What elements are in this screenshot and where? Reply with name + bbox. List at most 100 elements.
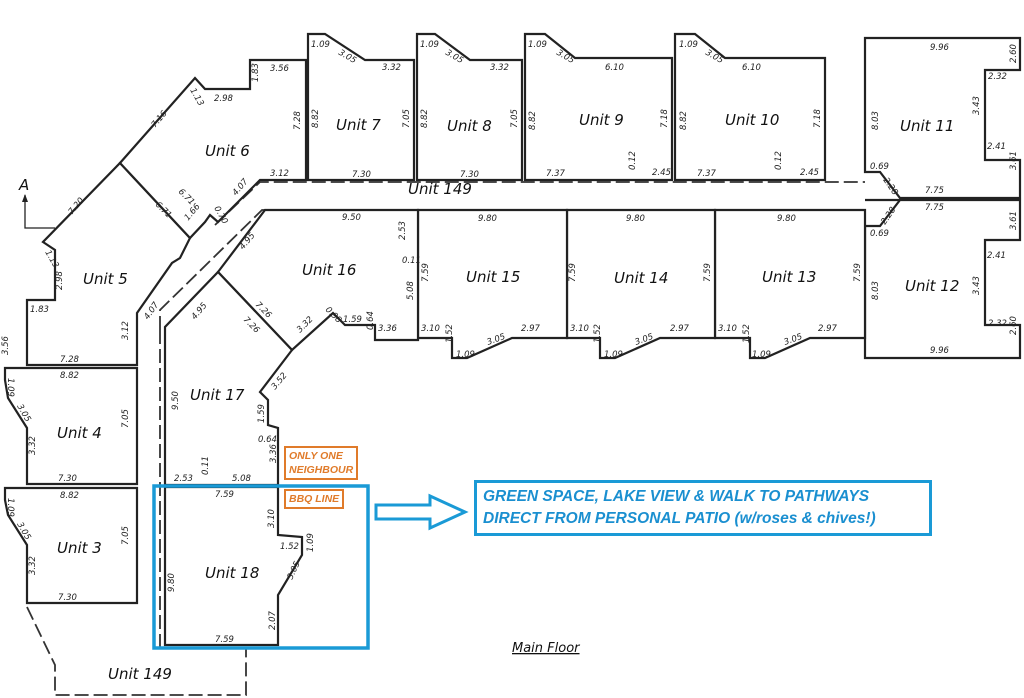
dimension-label: 7.30 [460,170,479,180]
only-one-neighbour-note: ONLY ONE NEIGHBOUR [284,446,359,480]
dimension-label: 9.96 [930,346,950,356]
dimension-label: 0.11 [201,456,211,475]
dimension-label: 3.32 [28,436,38,455]
dimension-label: 1.59 [257,404,267,423]
unit-8-outline [415,32,524,182]
dimension-label: 1.52 [742,324,752,343]
dimension-label: 3.56 [1,335,11,355]
dimension-label: 1.09 [604,350,623,360]
dimension-label: 6.10 [605,63,624,73]
dimension-label: 5.08 [232,474,252,484]
dimension-label: 3.43 [972,276,982,295]
dimension-label: 2.60 [1009,316,1019,335]
unit-4-label: Unit 4 [57,424,102,442]
unit-12-label: Unit 12 [905,277,959,295]
unit-11-outline [863,36,1022,200]
dimension-label: 8.82 [60,491,79,501]
bbq-line-note: BBQ LINE [284,489,345,509]
unit-18-highlight-box [152,484,370,650]
dimension-label: 0.64 [258,435,277,445]
dimension-label: 0.12 [774,151,784,170]
unit-12-outline [863,198,1022,360]
dimension-label: 8.82 [528,111,538,130]
callout-line: DIRECT FROM PERSONAL PATIO (w/roses & ch… [483,510,876,527]
dimension-label: 1.09 [420,40,439,50]
unit-6-outline [118,58,308,240]
dimension-label: 7.75 [925,203,944,213]
dimension-label: 9.50 [171,391,181,410]
dimension-label: 7.59 [703,263,713,282]
green-space-callout: GREEN SPACE, LAKE VIEW & WALK TO PATHWAY… [474,480,932,536]
unit-3-label: Unit 3 [57,539,102,557]
dimension-label: 7.18 [660,108,670,128]
dimension-label: 7.05 [510,109,520,128]
dimension-label: 1.09 [752,350,771,360]
section-marker-line [24,195,55,229]
dimension-label: 2.60 [1009,44,1019,63]
dimension-label: 2.97 [670,324,690,334]
dimension-label: 1.83 [30,305,49,315]
dimension-label: 7.37 [697,169,717,179]
dimension-label: 3.61 [1009,211,1019,230]
callout-arrow-icon [374,493,469,531]
unit-149-bottom-label: Unit 149 [108,665,172,683]
dimension-label: 1.52 [593,324,603,343]
dimension-label: 3.10 [718,324,737,334]
dimension-label: 2.41 [987,251,1006,261]
dimension-label: 7.28 [60,355,80,365]
dimension-label: 7.30 [58,593,77,603]
dimension-label: 0.69 [870,162,889,172]
unit-16-label: Unit 16 [302,261,356,279]
unit-15-label: Unit 15 [466,268,520,286]
dimension-label: 2.53 [398,221,408,240]
unit-7-label: Unit 7 [336,116,381,134]
dimension-label: 3.36 [269,443,279,463]
unit-149-bottom-outline [26,606,247,696]
dimension-label: 1.09 [306,533,316,552]
dimension-label: 1.09 [679,40,698,50]
dimension-label: 0.64 [366,311,376,330]
unit-11-label: Unit 11 [900,117,954,135]
dimension-label: 1.59 [343,315,362,325]
dimension-label: 8.03 [871,281,881,300]
dimension-label: 0.11 [402,256,421,266]
dimension-label: 9.80 [478,214,497,224]
dimension-label: 8.82 [311,109,321,128]
dimension-label: 7.05 [121,526,131,545]
dimension-label: 1.52 [280,542,299,552]
unit-9-label: Unit 9 [579,111,624,129]
dimension-label: 3.43 [972,96,982,115]
dimension-label: 2.53 [174,474,193,484]
dimension-label: 7.30 [58,474,77,484]
dimension-label: 7.18 [813,108,823,128]
dimension-label: 2.97 [818,324,838,334]
unit-4-outline [3,366,139,486]
unit-8-label: Unit 8 [447,117,492,135]
unit-14-label: Unit 14 [614,269,668,287]
dimension-label: 3.32 [490,63,509,73]
unit-5-label: Unit 5 [83,270,128,288]
dimension-label: 7.75 [925,186,944,196]
dimension-label: 1.09 [528,40,547,50]
dimension-label: 0.69 [870,229,889,239]
floor-title: Main Floor [512,641,581,656]
dimension-label: 2.45 [652,168,671,178]
dimension-label: 3.32 [28,556,38,575]
dimension-label: 2.32 [988,319,1007,329]
dimension-label: 7.28 [293,110,303,130]
dimension-label: 2.07 [268,610,278,630]
callout-line: GREEN SPACE, LAKE VIEW & WALK TO PATHWAY… [483,488,870,505]
dimension-label: 7.05 [402,109,412,128]
dimension-label: 7.59 [853,263,863,282]
note-line: ONLY ONE [289,450,343,462]
dimension-label: 2.98 [214,94,234,104]
section-marker-label: A [18,176,29,194]
dimension-label: 7.59 [215,635,234,645]
dimension-label: 9.96 [930,43,950,53]
dimension-label: 3.10 [267,509,277,528]
dimension-label: 6.10 [742,63,761,73]
dimension-label: 3.32 [382,63,401,73]
dimension-label: 3.10 [570,324,589,334]
dimension-label: 3.10 [421,324,440,334]
